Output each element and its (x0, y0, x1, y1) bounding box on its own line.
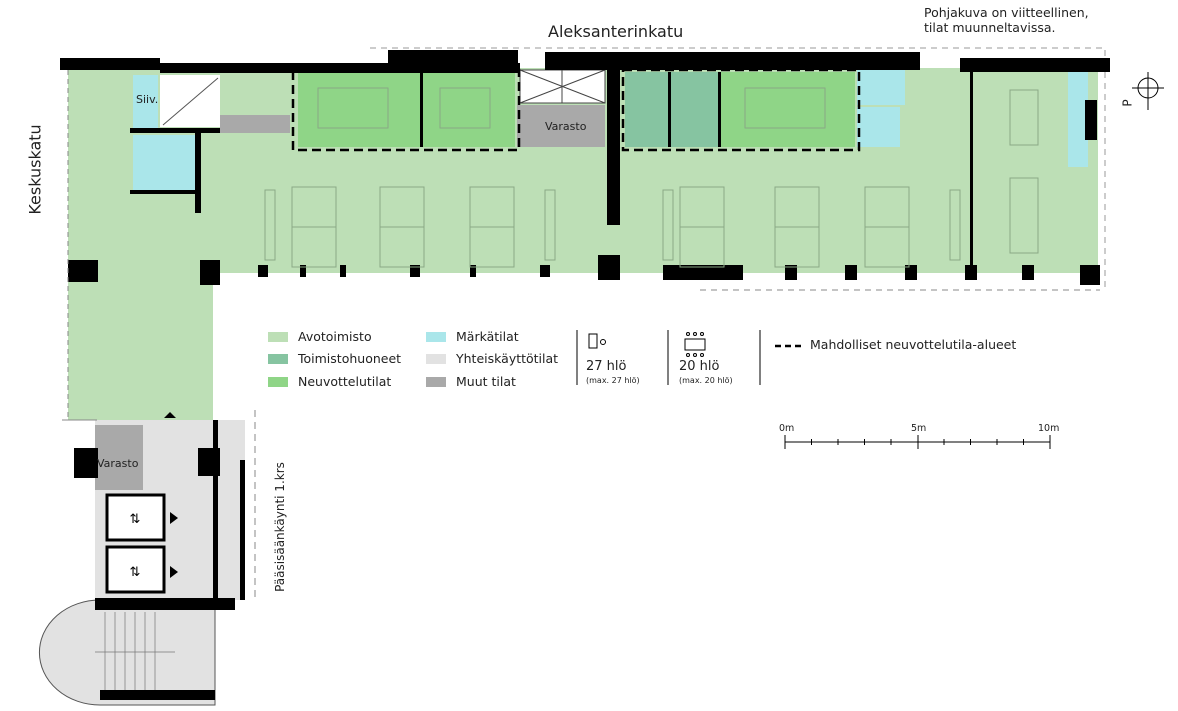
legend-swatch (426, 376, 446, 387)
desk (379, 226, 425, 268)
street-label-left: Keskuskatu (25, 124, 45, 215)
legend-item: Toimistohuoneet (268, 351, 401, 366)
legend-label: Märkätilat (456, 329, 519, 344)
note-line-1: Pohjakuva on viitteellinen, (924, 5, 1089, 20)
meeting-count: 20 hlö (679, 359, 720, 374)
entrance-label: Pääsisäänkäynti 1.krs (272, 462, 287, 592)
stair-steps (95, 612, 175, 695)
legend-item: Avotoimisto (268, 329, 372, 344)
office-room-1 (625, 72, 668, 147)
scale-bar (784, 435, 1051, 449)
kitchen-table (1009, 89, 1039, 146)
legend-swatch (426, 353, 446, 364)
workstation-max: (max. 27 hlö) (586, 376, 640, 385)
meeting-table-icon (684, 332, 706, 357)
desk (774, 226, 820, 268)
dashed-legend-label: Mahdolliset neuvottelutila-alueet (810, 337, 1017, 352)
desk (291, 226, 337, 268)
north-label: P (1120, 99, 1135, 107)
north-arrow-icon (1132, 72, 1164, 110)
street-label-top: Aleksanterinkatu (548, 22, 684, 41)
legend-swatch (268, 353, 288, 364)
meeting-table (439, 87, 491, 129)
staircase (38, 599, 216, 706)
desk-edge (544, 189, 556, 261)
desk-edge (949, 189, 961, 261)
scale-label-end: 10m (1038, 423, 1060, 434)
walls (60, 50, 1110, 700)
desk (679, 226, 725, 268)
legend-swatch (426, 331, 446, 342)
kitchen-counter (1068, 72, 1088, 167)
meeting-room-3 (720, 72, 855, 147)
desk (864, 226, 910, 268)
legend-label: Muut tilat (456, 374, 516, 389)
elevator-icon: ⇅ (130, 564, 141, 579)
kitchen-table (1009, 177, 1039, 254)
legend-swatch (268, 376, 288, 387)
storage-room-bottom (95, 425, 143, 490)
room-label-siiv: Siiv. (136, 93, 159, 106)
office-room-2 (670, 72, 718, 147)
legend-swatch (268, 331, 288, 342)
room-label-varasto-top: Varasto (545, 120, 587, 133)
legend-label: Avotoimisto (298, 329, 372, 344)
meeting-room-2 (422, 72, 515, 147)
room-label-varasto-bottom: Varasto (97, 457, 139, 470)
legend-item: Yhteiskäyttötilat (426, 351, 558, 366)
scale-label-start: 0m (779, 423, 795, 434)
scale-label-mid: 5m (911, 423, 927, 434)
desk-edge (264, 189, 276, 261)
desk (469, 226, 515, 268)
note-line-2: tilat muunneltavissa. (924, 20, 1056, 35)
open-office-wing (68, 265, 213, 420)
elevator-icon: ⇅ (130, 511, 141, 526)
workstation-icon (588, 333, 598, 349)
meeting-table (317, 87, 389, 129)
legend-item: Märkätilat (426, 329, 519, 344)
legend-item: Neuvottelutilat (268, 374, 391, 389)
elevator-1 (105, 493, 166, 542)
meeting-room-1 (298, 72, 420, 147)
workstation-desks (264, 87, 1039, 268)
meeting-table (744, 87, 826, 129)
desk-edge (662, 189, 674, 261)
wc-3 (133, 135, 195, 190)
void (160, 75, 220, 127)
storage-room-top (517, 105, 605, 147)
legend-label: Toimistohuoneet (298, 351, 402, 366)
elevator-2 (105, 545, 166, 594)
workstation-count: 27 hlö (586, 359, 627, 374)
legend-item: Muut tilat (426, 374, 516, 389)
cleaning-room (133, 75, 158, 128)
wc-2 (857, 107, 900, 147)
meeting-max: (max. 20 hlö) (679, 376, 733, 385)
legend-label: Neuvottelutilat (298, 374, 392, 389)
legend-label: Yhteiskäyttötilat (456, 351, 559, 366)
site-boundary (370, 47, 1106, 290)
wc-1 (857, 70, 905, 105)
